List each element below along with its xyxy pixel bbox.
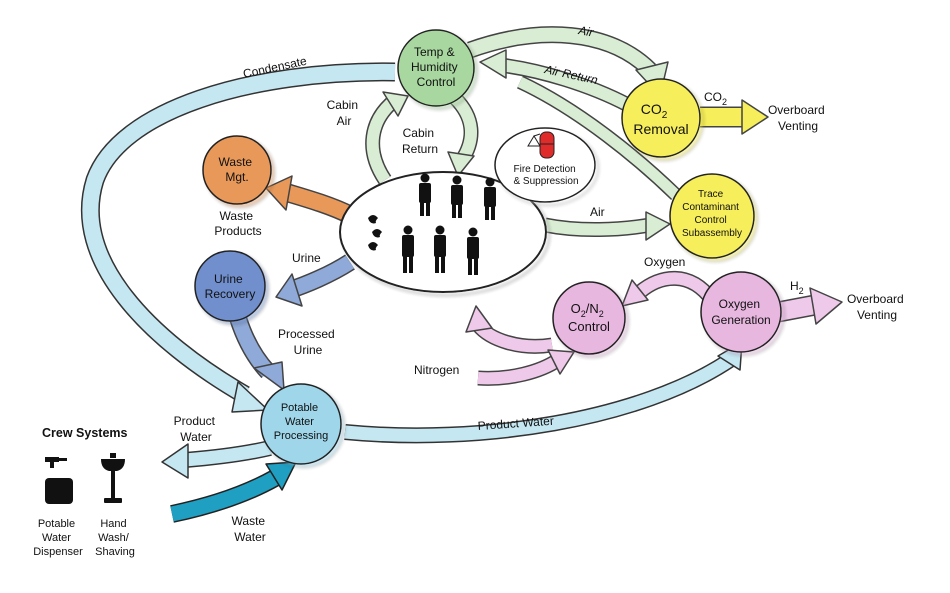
o2n2-control-label: O2/N2 Control (568, 301, 610, 334)
h2-overboard-arrow (776, 287, 843, 325)
waste-products-label: Waste Products (214, 209, 261, 238)
crew-systems: Crew Systems Potable Water Dispenser Han… (33, 426, 135, 558)
air-return-arrow (479, 49, 632, 112)
overboard-venting-bottom: Overboard Venting (847, 292, 907, 322)
temp-humidity-control-node: Temp & Humidity Control (397, 29, 475, 107)
arrows (80, 26, 843, 523)
waste-management-node: Waste Mgt. (202, 135, 272, 205)
fire-detection-label: Fire Detection & Suppression (513, 164, 578, 187)
thc-label: Temp & Humidity Control (411, 45, 461, 89)
waste-water-label: Waste Water (232, 514, 269, 544)
air-mid-label: Air (590, 205, 605, 219)
processed-urine-label: Processed Urine (278, 327, 338, 357)
nitrogen-arrow (477, 349, 575, 386)
fire-extinguisher-icon (527, 131, 555, 159)
h2-label: H2 (790, 279, 804, 296)
cabin-air-label: Cabin Air (327, 98, 362, 128)
potable-water-processing-label: Potable Water Processing (274, 402, 328, 442)
trace-contaminant-node: Trace Contaminant Control Subassembly (669, 173, 755, 259)
hand-wash-label: Hand Wash/ Shaving (95, 518, 135, 558)
oxygen-label: Oxygen (644, 255, 685, 269)
crew-cabin (339, 171, 547, 293)
air-top-label: Air (576, 23, 595, 40)
condensate-arrow (80, 62, 396, 413)
duck-icons (368, 215, 382, 251)
oxygen-generation-node: Oxygen Generation (700, 271, 782, 353)
urine-recovery-node: Urine Recovery (194, 250, 266, 322)
waste-products-arrow (265, 175, 355, 224)
nitrogen-label: Nitrogen (414, 363, 459, 377)
trace-return-arrow (517, 75, 681, 201)
hand-wash-icon (101, 453, 125, 503)
product-water-left-arrow (161, 440, 272, 479)
product-water-left-label: Product Water (174, 414, 219, 444)
co2-removal-label: CO2 Removal (633, 101, 688, 137)
oxygen-generation-label: Oxygen Generation (711, 297, 770, 327)
urine-label: Urine (292, 251, 321, 265)
urine-recovery-label: Urine Recovery (205, 272, 256, 301)
crew-systems-title: Crew Systems (42, 426, 128, 440)
dispenser-label: Potable Water Dispenser (33, 518, 83, 558)
overboard-venting-top: Overboard Venting (768, 103, 828, 133)
water-dispenser-icon (45, 457, 73, 504)
crew-figures (402, 173, 496, 275)
cabin-air-arrow (365, 91, 409, 185)
fire-detection-node: Fire Detection & Suppression (494, 127, 596, 203)
oxygen-arrow (621, 270, 719, 307)
urine-arrow (275, 254, 355, 307)
product-water-right-label: Product Water (477, 414, 554, 433)
cabin-return-arrow (447, 92, 479, 177)
potable-water-processing-node: Potable Water Processing (260, 383, 342, 465)
o2n2-control-node: O2/N2 Control (552, 281, 626, 355)
co2-removal-node: CO2 Removal (621, 78, 701, 158)
co2-overboard-arrow (700, 99, 769, 135)
waste-water-arrow (170, 461, 297, 523)
processed-urine-arrow (229, 315, 285, 391)
waste-management-label: Waste Mgt. (219, 155, 256, 184)
co2-flow-label: CO2 (704, 90, 727, 107)
cabin-return-label: Cabin Return (402, 126, 438, 156)
air-mid-arrow (543, 211, 671, 241)
trace-contaminant-label: Trace Contaminant Control Subassembly (682, 189, 742, 239)
o2n2-output-arrow (465, 305, 554, 354)
